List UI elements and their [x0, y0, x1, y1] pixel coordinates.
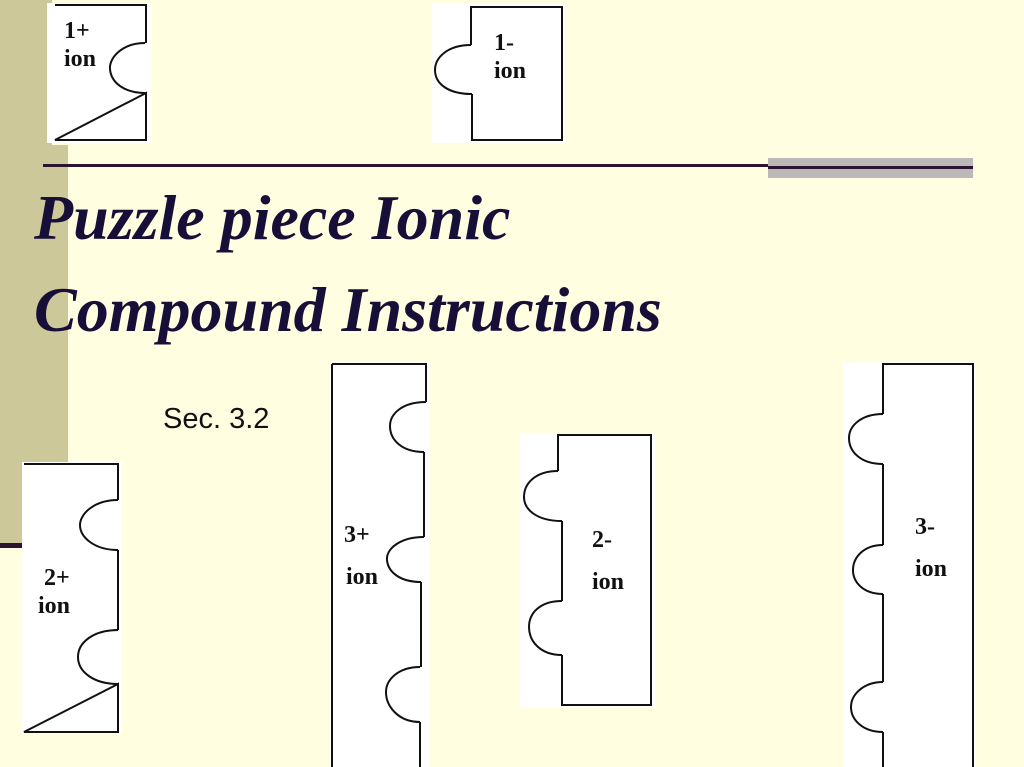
puzzle-outline-icon — [54, 4, 147, 141]
piece-label: ion — [346, 564, 379, 590]
slide-title: Puzzle piece Ionic Compound Instructions — [34, 172, 662, 356]
puzzle-outline-icon — [23, 463, 119, 733]
piece-label: ion — [494, 58, 527, 84]
title-line2: Compound Instructions — [34, 274, 662, 345]
title-part2: Ionic — [371, 182, 511, 253]
puzzle-piece-1minus: 1- ion — [432, 3, 565, 143]
piece-charge: 3- — [915, 514, 935, 540]
puzzle-piece-3minus: 3- ion — [843, 362, 975, 767]
piece-charge: 1+ — [64, 18, 90, 44]
puzzle-outline-icon — [331, 363, 427, 767]
puzzle-piece-2plus: 2+ ion — [22, 462, 122, 734]
title-rule — [43, 164, 973, 167]
piece-label: ion — [915, 556, 948, 582]
side-band-top — [0, 0, 52, 148]
puzzle-piece-2minus: 2- ion — [520, 433, 655, 708]
puzzle-piece-3plus: 3+ ion — [330, 362, 430, 767]
puzzle-piece-1plus: 1+ ion — [47, 3, 152, 143]
accent-bar-line — [768, 166, 973, 169]
piece-charge: 3+ — [344, 522, 370, 548]
section-subtitle: Sec. 3.2 — [163, 403, 270, 435]
title-part1: Puzzle piece — [34, 182, 356, 253]
puzzle-outline-icon — [433, 6, 563, 141]
piece-charge: 2+ — [44, 565, 70, 591]
piece-charge: 2- — [592, 527, 612, 553]
piece-label: ion — [64, 46, 97, 72]
piece-label: ion — [592, 569, 625, 595]
piece-label: ion — [38, 593, 71, 619]
piece-charge: 1- — [494, 30, 514, 56]
puzzle-outline-icon — [847, 363, 974, 767]
puzzle-outline-icon — [522, 434, 652, 706]
side-band-rule — [0, 543, 22, 548]
